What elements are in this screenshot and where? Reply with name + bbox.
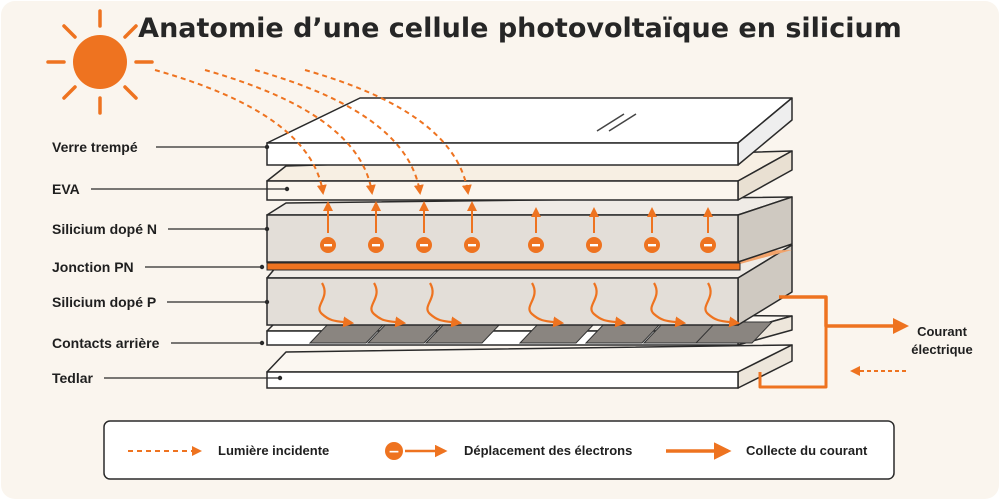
- layer-tedlar: [266, 344, 793, 389]
- electron-minus-sign: [324, 244, 332, 247]
- legend-electron-sign: −: [388, 444, 400, 460]
- electron-minus-sign: [590, 244, 598, 247]
- current-label-line1: Courant: [917, 324, 968, 339]
- electron-down-arrow: [650, 282, 687, 328]
- leader-dot: [277, 375, 283, 381]
- legend-incident-light: Lumière incidente: [218, 443, 329, 458]
- electron-down-arrows: [318, 282, 741, 328]
- current-label-line2: électrique: [911, 342, 972, 357]
- layer-label-tedlar: Tedlar: [52, 370, 94, 386]
- electron-minus-sign: [420, 244, 428, 247]
- glass-reflection-mark: [596, 113, 637, 132]
- current-out-arrowhead: [893, 318, 909, 334]
- diagram-title: Anatomie d’une cellule photovoltaïque en…: [138, 13, 902, 44]
- electron-minus-sign: [532, 244, 540, 247]
- legend-current-collection: Collecte du courant: [746, 443, 868, 458]
- leader-dot: [259, 340, 265, 346]
- legend: Lumière incidente − Déplacement des élec…: [103, 420, 895, 480]
- layer-label-jonction-pn: Jonction PN: [52, 259, 134, 275]
- electron-down-arrow: [318, 282, 355, 328]
- leader-dot: [264, 299, 270, 305]
- current-circuit: [758, 295, 909, 389]
- electron-down-arrow: [370, 282, 407, 328]
- layer-tempered-glass: [266, 97, 793, 166]
- layer-label-silicium-n: Silicium dopé N: [52, 221, 157, 237]
- layer-label-verre-trempe: Verre trempé: [52, 139, 138, 155]
- electron-down-arrow: [426, 282, 463, 328]
- layer-label-eva: EVA: [52, 181, 80, 197]
- electron-markers: [320, 237, 716, 253]
- electron-minus-sign: [704, 244, 712, 247]
- light-ray-arrow: [204, 69, 376, 195]
- light-ray-arrow: [254, 69, 424, 195]
- electron-down-arrow: [704, 282, 741, 328]
- electron-minus-sign: [468, 244, 476, 247]
- leader-dot: [284, 186, 290, 192]
- legend-box: [103, 420, 895, 480]
- sun-icon: [46, 9, 154, 115]
- layer-n-silicon: [266, 196, 793, 263]
- legend-electron-movement: Déplacement des électrons: [464, 443, 632, 458]
- electron-minus-sign: [372, 244, 380, 247]
- electron-down-arrow: [590, 282, 627, 328]
- light-ray-arrow: [304, 69, 472, 195]
- legend-electron-icon: [385, 442, 403, 460]
- layer-label-contacts-arriere: Contacts arrière: [52, 335, 160, 351]
- back-contact-strip: [694, 321, 774, 344]
- incident-light-arrows: [154, 69, 472, 195]
- electron-minus-sign: [648, 244, 656, 247]
- electron-up-arrows: [323, 201, 713, 233]
- electron-down-arrow: [528, 282, 565, 328]
- layer-label-silicium-p: Silicium dopé P: [52, 294, 156, 310]
- leader-dot: [259, 264, 265, 270]
- contact-strip-group: [308, 321, 774, 344]
- light-ray-arrow: [154, 69, 327, 195]
- leader-dot: [264, 226, 270, 232]
- leader-dot: [264, 144, 270, 150]
